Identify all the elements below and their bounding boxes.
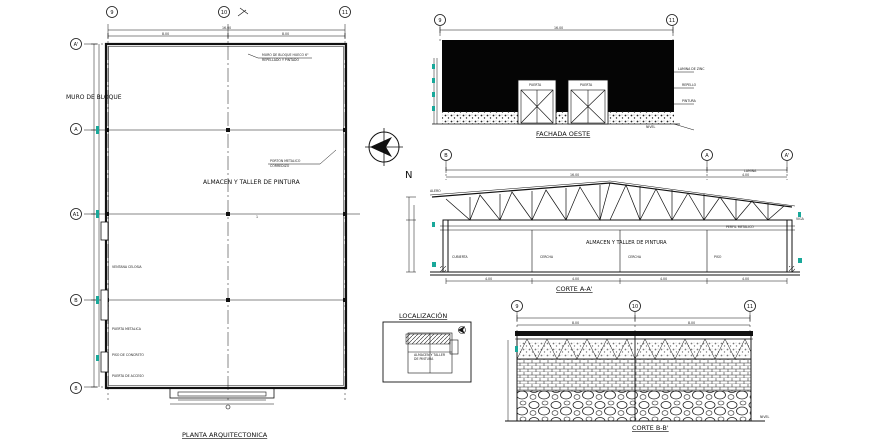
section-b: 9 10 11 8.00 8.00 NIVEL CORTE B-B' bbox=[505, 300, 770, 432]
section-b-grid-9: 9 bbox=[515, 304, 518, 310]
section-a-grid-b: B bbox=[444, 153, 448, 159]
floor-plan: 8.00 8.00 16.00 bbox=[66, 6, 360, 439]
svg-text:16.00: 16.00 bbox=[570, 173, 579, 177]
grid-bubble-11: 11 bbox=[342, 10, 348, 16]
svg-text:REPELLADO Y PINTADO: REPELLADO Y PINTADO bbox=[262, 58, 299, 62]
section-a-grid-a-prime: A' bbox=[785, 153, 790, 159]
svg-text:8.00: 8.00 bbox=[572, 321, 579, 325]
svg-text:4.00: 4.00 bbox=[572, 277, 579, 281]
svg-text:1: 1 bbox=[256, 215, 258, 219]
svg-text:DE PINTURA: DE PINTURA bbox=[414, 357, 434, 361]
section-b-grid-11: 11 bbox=[747, 304, 753, 310]
svg-text:16.00: 16.00 bbox=[222, 26, 231, 30]
svg-text:8.00: 8.00 bbox=[688, 321, 695, 325]
svg-text:16.00: 16.00 bbox=[554, 26, 563, 30]
svg-text:REPELLO: REPELLO bbox=[682, 83, 697, 87]
svg-text:ALMACEN Y TALLER: ALMACEN Y TALLER bbox=[414, 353, 446, 357]
location-map: LOCALIZACIÓN ALMACEN Y TALLER DE PINTURA bbox=[382, 311, 472, 383]
grid-bubble-10: 10 bbox=[221, 10, 227, 16]
svg-text:ALERO: ALERO bbox=[430, 189, 441, 193]
svg-text:PINTURA: PINTURA bbox=[682, 99, 697, 103]
facade-grid-11: 11 bbox=[669, 18, 675, 24]
grid-bubble-9: 9 bbox=[110, 10, 113, 16]
svg-text:8.00: 8.00 bbox=[282, 32, 289, 36]
svg-text:PERFIL METALICO: PERFIL METALICO bbox=[726, 225, 754, 229]
svg-text:LAMINA DE ZINC: LAMINA DE ZINC bbox=[678, 67, 705, 71]
svg-text:4.00: 4.00 bbox=[485, 277, 492, 281]
section-a-grid-a: A bbox=[705, 153, 709, 159]
svg-text:LAMINA: LAMINA bbox=[744, 169, 757, 173]
door-label-right: PUERTA bbox=[580, 83, 593, 87]
north-letter: N bbox=[405, 170, 412, 181]
svg-text:PISO DE CONCRETO: PISO DE CONCRETO bbox=[112, 353, 144, 357]
door-label-left: PUERTA bbox=[529, 83, 542, 87]
plan-title: PLANTA ARQUITECTONICA bbox=[182, 431, 268, 439]
svg-text:PUERTA METALICA: PUERTA METALICA bbox=[112, 327, 142, 331]
north-arrow: N bbox=[365, 128, 412, 181]
svg-text:PUERTA DE ACCESO: PUERTA DE ACCESO bbox=[112, 374, 144, 378]
section-b-title: CORTE B-B' bbox=[632, 424, 669, 432]
section-b-grid-10: 10 bbox=[632, 304, 638, 310]
svg-text:PORTON METALICO: PORTON METALICO bbox=[270, 159, 301, 163]
grid-bubble-a: A bbox=[74, 127, 78, 133]
svg-text:4.00: 4.00 bbox=[660, 277, 667, 281]
grid-bubble-b: B bbox=[74, 298, 78, 304]
svg-text:VENTANA CELOSIA: VENTANA CELOSIA bbox=[112, 265, 142, 269]
svg-text:4.00: 4.00 bbox=[742, 173, 749, 177]
svg-text:8.00: 8.00 bbox=[162, 32, 169, 36]
svg-text:NIVEL: NIVEL bbox=[760, 415, 770, 419]
facade-title: FACHADA OESTE bbox=[536, 130, 590, 138]
section-a-title: CORTE A-A' bbox=[556, 285, 593, 293]
svg-text:VIGA: VIGA bbox=[796, 217, 805, 221]
grid-bubble-8: 8 bbox=[74, 386, 77, 392]
grid-bubble-a-prime: A' bbox=[74, 42, 79, 48]
grid-bubble-a1: A1 bbox=[73, 212, 80, 218]
west-facade: 16.00 PUERTA PUERTA LAMINA DE ZINC R bbox=[432, 14, 705, 138]
section-a: B A A' 16.00 4.00 4.00 4.00 4.00 4.00 bbox=[406, 149, 805, 293]
plan-grid-left: A' A A1 B 8 bbox=[70, 38, 82, 394]
svg-text:CUBIERTA: CUBIERTA bbox=[452, 255, 468, 259]
svg-text:NIVEL: NIVEL bbox=[646, 125, 656, 129]
facade-door-right: PUERTA bbox=[567, 79, 609, 125]
svg-text:PISO: PISO bbox=[714, 255, 722, 259]
facade-grid-9: 9 bbox=[438, 18, 441, 24]
svg-text:CERCHA: CERCHA bbox=[540, 255, 554, 259]
facade-door-left: PUERTA bbox=[517, 79, 557, 125]
plan-grid-top: 9 10 11 bbox=[106, 6, 351, 18]
svg-text:4.00: 4.00 bbox=[742, 277, 749, 281]
plan-room-label: ALMACEN Y TALLER DE PINTURA bbox=[203, 179, 301, 186]
svg-text:MURO DE BLOQUE HUECO 6": MURO DE BLOQUE HUECO 6" bbox=[262, 53, 309, 57]
svg-text:CORREDIZO: CORREDIZO bbox=[270, 164, 290, 168]
section-a-room-label: ALMACEN Y TALLER DE PINTURA bbox=[586, 240, 667, 246]
location-title: LOCALIZACIÓN bbox=[399, 311, 447, 320]
wall-label: MURO DE BLOQUE bbox=[66, 94, 122, 101]
svg-text:CERCHA: CERCHA bbox=[628, 255, 642, 259]
